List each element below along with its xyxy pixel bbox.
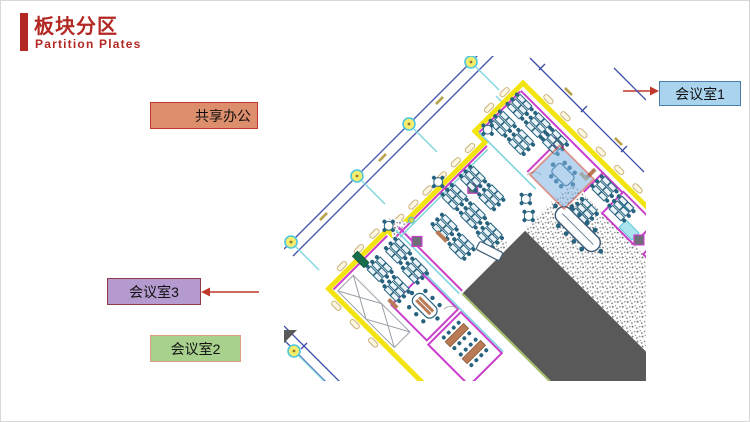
label-share-office: 共享办公 <box>150 102 258 129</box>
long-conference-table <box>553 203 604 254</box>
arrow-to-meeting-room-3 <box>201 287 259 297</box>
service-core <box>462 230 646 381</box>
dimension-text-marks <box>319 87 623 221</box>
label-meeting-room-3: 会议室3 <box>107 278 201 305</box>
core-edge-line <box>461 293 629 381</box>
public-zone-hatch <box>523 181 646 381</box>
meeting-room-1-highlight <box>528 143 595 211</box>
grid-bubbles <box>284 56 478 358</box>
page-subtitle: Partition Plates <box>35 37 142 51</box>
adjacent-slab-corner <box>284 330 297 343</box>
label-meeting-room-3-text: 会议室3 <box>129 283 179 300</box>
floor-plan <box>284 56 646 381</box>
stair-escalator <box>337 274 411 349</box>
label-meeting-room-2-text: 会议室2 <box>170 340 221 357</box>
label-meeting-room-1-text: 会议室1 <box>675 85 725 102</box>
page-title: 板块分区 <box>34 16 118 38</box>
label-share-office-text: 共享办公 <box>195 107 251 124</box>
label-meeting-room-1: 会议室1 <box>659 81 741 106</box>
title-accent-bar <box>20 13 28 51</box>
label-meeting-room-2: 会议室2 <box>150 335 241 362</box>
lower-meeting-rooms <box>406 288 489 368</box>
